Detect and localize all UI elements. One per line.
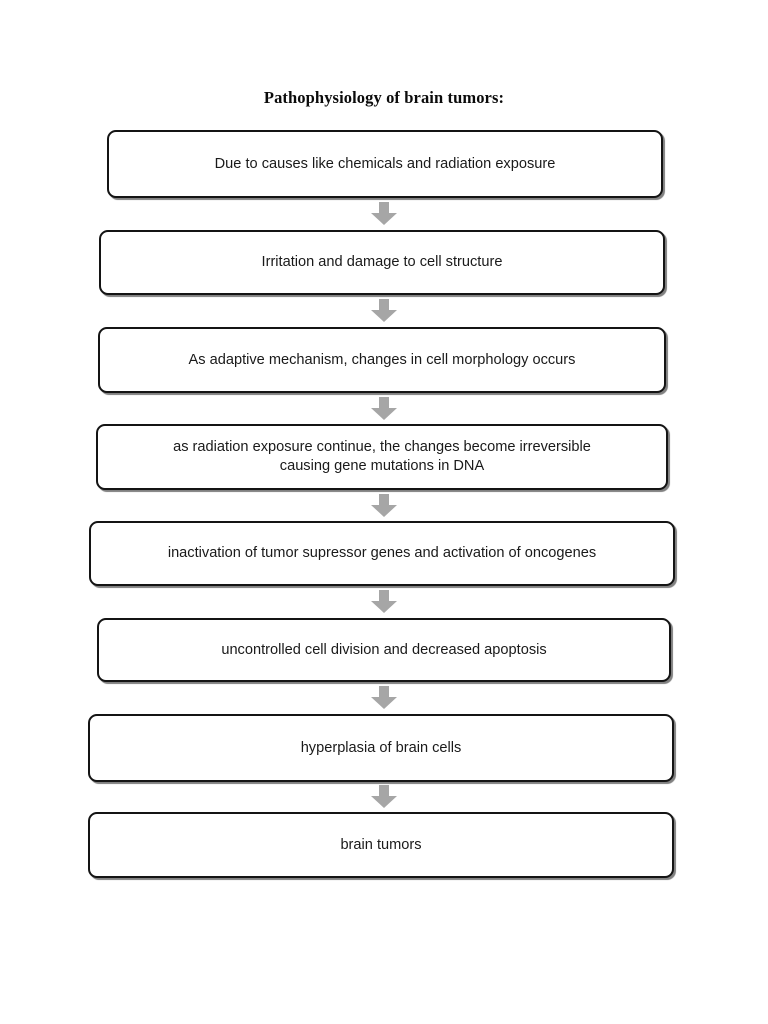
flowchart-connector-7: [0, 782, 768, 812]
flowchart-connector-2: [0, 295, 768, 327]
flowchart-node-label: Due to causes like chemicals and radiati…: [214, 155, 556, 172]
flowchart-connector-3: [0, 393, 768, 424]
flowchart-node-label: uncontrolled cell division and decreased…: [221, 641, 547, 658]
arrow-down-icon: [371, 686, 397, 709]
flowchart-node-8[interactable]: brain tumors: [88, 812, 674, 878]
flowchart-container: Due to causes like chemicals and radiati…: [0, 130, 768, 878]
flowchart-row: Irritation and damage to cell structure: [0, 230, 768, 295]
flowchart-node-label: inactivation of tumor supressor genes an…: [167, 545, 597, 562]
arrow-down-icon: [371, 202, 397, 225]
flowchart-connector-1: [0, 198, 768, 230]
arrow-down-icon: [371, 590, 397, 613]
flowchart-row: uncontrolled cell division and decreased…: [0, 618, 768, 682]
flowchart-node-label: brain tumors: [340, 836, 422, 853]
flowchart-row: inactivation of tumor supressor genes an…: [0, 521, 768, 586]
page-title: Pathophysiology of brain tumors:: [263, 88, 505, 107]
arrow-down-icon: [371, 299, 397, 322]
flowchart-node-5[interactable]: inactivation of tumor supressor genes an…: [89, 521, 675, 586]
arrow-down-icon: [371, 396, 397, 420]
flowchart-row: hyperplasia of brain cells: [0, 714, 768, 782]
flowchart-row: as radiation exposure continue, the chan…: [0, 424, 768, 490]
flowchart-connector-4: [0, 490, 768, 521]
flowchart-row: brain tumors: [0, 812, 768, 878]
flowchart-connector-5: [0, 586, 768, 618]
flowchart-row: As adaptive mechanism, changes in cell m…: [0, 327, 768, 393]
flowchart-node-label: As adaptive mechanism, changes in cell m…: [188, 351, 576, 368]
flowchart-node-3[interactable]: As adaptive mechanism, changes in cell m…: [98, 327, 666, 393]
flowchart-node-label: as radiation exposure continue, the chan…: [173, 439, 591, 474]
arrow-down-icon: [371, 785, 397, 808]
flowchart-node-7[interactable]: hyperplasia of brain cells: [88, 714, 674, 782]
flowchart-node-4[interactable]: as radiation exposure continue, the chan…: [96, 424, 668, 490]
arrow-down-icon: [371, 493, 397, 517]
flowchart-node-1[interactable]: Due to causes like chemicals and radiati…: [107, 130, 663, 198]
flowchart-node-6[interactable]: uncontrolled cell division and decreased…: [97, 618, 671, 682]
flowchart-node-label: hyperplasia of brain cells: [300, 739, 462, 756]
flowchart-connector-6: [0, 682, 768, 714]
flowchart-node-2[interactable]: Irritation and damage to cell structure: [99, 230, 665, 295]
flowchart-row: Due to causes like chemicals and radiati…: [0, 130, 768, 198]
flowchart-node-label: Irritation and damage to cell structure: [261, 254, 503, 271]
